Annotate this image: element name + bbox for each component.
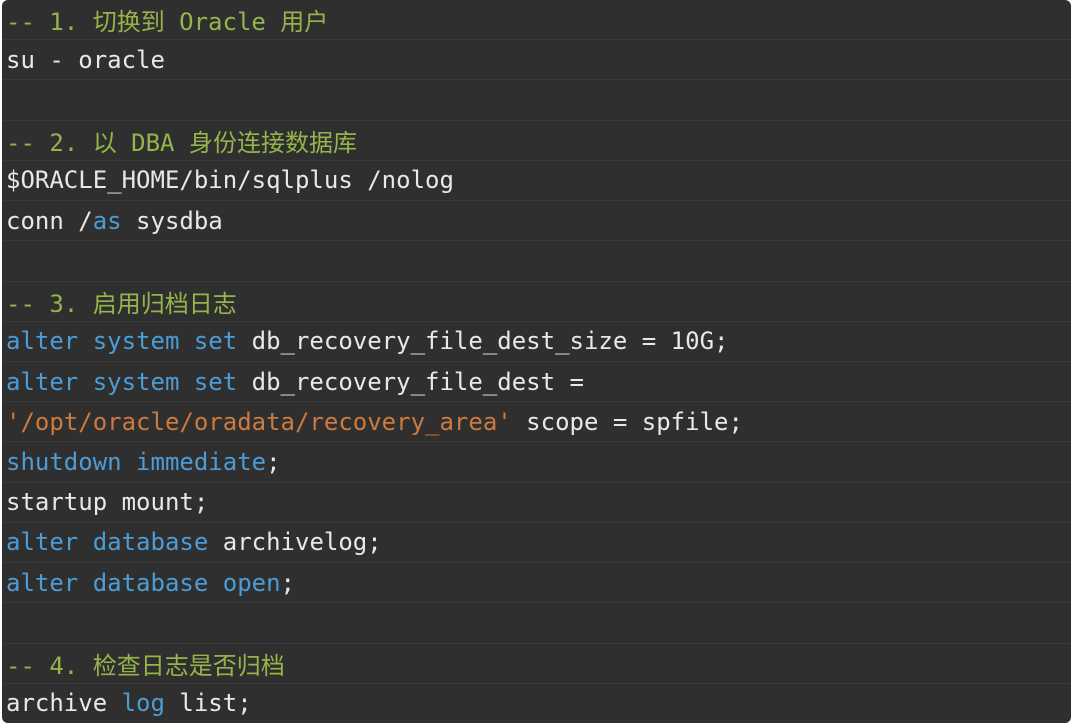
code-line: alter database open; (2, 562, 1071, 602)
code-line: archive log list; (2, 682, 1071, 723)
code-token-comment: -- 3. 启用归档日志 (6, 289, 237, 318)
code-token-plain: archivelog; (208, 528, 382, 557)
code-token-plain: ; (280, 568, 295, 597)
code-line: $ORACLE_HOME/bin/sqlplus /nolog (2, 159, 1071, 200)
code-token-plain: sysdba (121, 206, 223, 235)
code-line: -- 4. 检查日志是否归档 (2, 642, 1071, 683)
code-line: alter system set db_recovery_file_dest = (2, 360, 1071, 401)
code-token-plain: ; (266, 448, 281, 477)
code-token-keyword: alter system set (6, 327, 238, 356)
code-token-plain: startup mount; (6, 488, 209, 517)
code-line: alter database archivelog; (2, 521, 1071, 562)
code-line: conn /as sysdba (2, 200, 1071, 240)
code-line: -- 2. 以 DBA 身份连接数据库 (2, 119, 1071, 160)
code-token-string: '/opt/oracle/oradata/recovery_area' (6, 407, 512, 436)
code-token-keyword: alter system set (6, 367, 238, 396)
code-line: -- 3. 启用归档日志 (2, 280, 1071, 321)
code-token-comment: -- 4. 检查日志是否归档 (6, 651, 285, 680)
code-line-empty (2, 602, 1071, 642)
code-line: shutdown immediate; (2, 441, 1071, 481)
code-line: '/opt/oracle/oradata/recovery_area' scop… (2, 401, 1071, 441)
code-token-plain: db_recovery_file_dest = (237, 367, 584, 396)
code-token-plain: $ORACLE_HOME/bin/sqlplus /nolog (6, 166, 454, 195)
code-token-keyword: alter database open (6, 568, 281, 597)
code-token-plain: scope = spfile; (511, 407, 743, 436)
code-line: -- 1. 切换到 Oracle 用户 (2, 0, 1071, 39)
code-line-empty (2, 240, 1071, 280)
code-line: startup mount; (2, 481, 1071, 522)
code-token-plain: db_recovery_file_dest_size = 10G; (237, 327, 729, 356)
code-token-plain: list; (164, 689, 252, 718)
code-token-plain: conn / (6, 206, 93, 235)
code-token-comment: -- 2. 以 DBA 身份连接数据库 (6, 128, 357, 157)
code-token-keyword: alter database (6, 528, 209, 557)
code-token-keyword: log (121, 689, 165, 718)
code-line-empty (2, 79, 1071, 119)
code-token-plain: su - oracle (6, 45, 165, 74)
code-line: alter system set db_recovery_file_dest_s… (2, 320, 1071, 361)
code-token-comment: -- 1. 切换到 Oracle 用户 (6, 8, 329, 37)
code-token-keyword: shutdown immediate (6, 448, 267, 477)
code-line: su - oracle (2, 39, 1071, 79)
code-token-keyword: as (92, 206, 122, 235)
code-token-plain: archive (6, 689, 122, 718)
